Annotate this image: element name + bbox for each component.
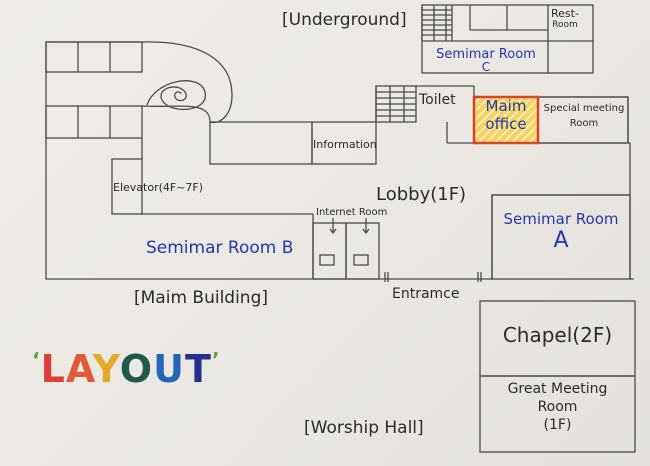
entrance-label: Entramce [392, 286, 460, 302]
rest-room-line2: Room [552, 20, 578, 30]
elevator-label: Elevator(4F~7F) [113, 181, 204, 194]
main-office-label: Maim office [474, 99, 538, 132]
section-main-building: [Maim Building] [134, 288, 268, 308]
rest-room-line1: Rest- [551, 7, 579, 20]
title-quote-open: ‘ [32, 348, 41, 372]
special-meeting-line1: Special meeting [543, 103, 625, 114]
seminar-room-a-label: Semimar Room A [492, 212, 630, 252]
seminar-room-c-label: Semimar Room C [424, 48, 548, 73]
lobby-label: Lobby(1F) [376, 184, 467, 205]
special-meeting-line2: Room [569, 118, 599, 129]
seminar-room-a [491, 194, 631, 280]
internet-room-label: Internet Room [316, 207, 388, 218]
main-office [472, 95, 540, 145]
section-worship-hall: [Worship Hall] [304, 418, 424, 438]
seminar-room-b-label: Semimar Room B [146, 238, 294, 258]
great-meeting-line2: Room [537, 399, 578, 415]
title-letter: U [153, 347, 185, 391]
special-meeting-room-label: Special meeting Room [538, 104, 630, 129]
underground-stairs [421, 5, 453, 41]
title-letter: O [119, 347, 154, 391]
information-room [311, 121, 377, 165]
seminar-c-line1: Semimar Room [436, 47, 536, 62]
toilet-label: Toilet [419, 92, 456, 108]
seminar-a-line2: A [553, 228, 569, 253]
title-letter: Y [92, 347, 120, 391]
internet-room-1 [312, 222, 347, 280]
chapel-label: Chapel(2F) [502, 323, 613, 347]
great-meeting-line3: (1F) [543, 417, 572, 433]
seminar-a-line1: Semimar Room [503, 210, 619, 228]
layout-title: ‘LAYOUT’ [32, 350, 220, 388]
seminar-c-line2: C [481, 60, 491, 74]
great-meeting-room [479, 375, 636, 453]
information-label: Information [313, 138, 377, 151]
great-meeting-line1: Great Meeting [507, 381, 608, 397]
spiral-staircase [146, 80, 206, 111]
lobby-stairs [375, 85, 417, 123]
main-office-line2: office [485, 115, 527, 133]
great-meeting-room-label: Great Meeting Room (1F) [480, 382, 635, 432]
elevator [111, 158, 143, 215]
section-underground: [Underground] [282, 10, 407, 30]
title-letter: L [40, 347, 66, 391]
title-quote-close: ’ [211, 348, 221, 372]
title-letter: A [65, 347, 93, 391]
internet-room-2 [345, 222, 380, 280]
rest-room-label: Rest- Room [551, 8, 579, 30]
title-letters: LAYOUT [41, 347, 212, 391]
title-letter: T [184, 347, 212, 391]
main-office-line1: Maim [485, 97, 527, 115]
